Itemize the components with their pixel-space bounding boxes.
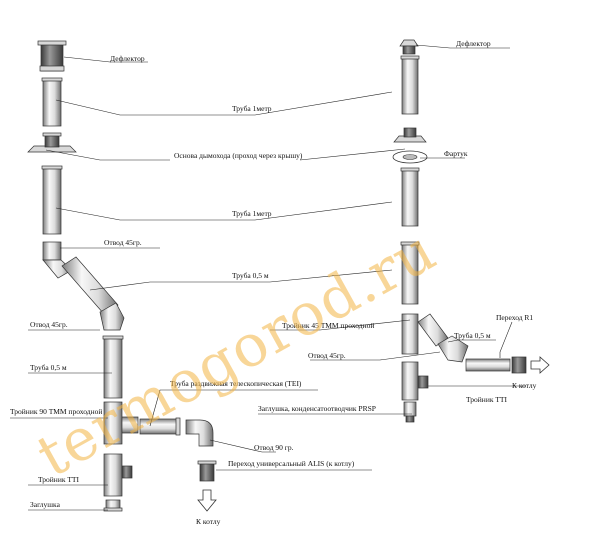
label-right-adapter-r1: Переход R1: [496, 313, 533, 322]
left-pipe-1m-mid: [41, 165, 63, 235]
label-left-deflector: Дефлектор: [110, 54, 145, 63]
label-left-tee-90: Тройник 90 ТММ проходной: [10, 407, 102, 416]
labels: Дефлектор Труба 1метр Основа дымохода (п…: [10, 39, 537, 526]
right-cap-condensate: [403, 401, 417, 423]
left-pipe-1m-top: [41, 77, 63, 127]
left-pipe-05-vertical: [102, 335, 124, 399]
left-arrow-down-icon: [197, 489, 217, 512]
left-deflector: [37, 40, 67, 72]
right-tee-tti: [401, 361, 429, 401]
label-left-tee-tti: Тройник TTI: [38, 475, 80, 484]
left-roof-base: [27, 132, 77, 153]
right-tee-45: [401, 313, 449, 355]
left-assembly: [27, 40, 217, 512]
right-apron: [392, 150, 428, 164]
label-left-elbow-45-low: Отвод 45гр.: [30, 320, 68, 329]
label-left-adapter-alis: Переход универсальный ALIS (к котлу): [228, 459, 355, 468]
label-right-apron: Фартук: [444, 149, 468, 158]
left-elbow-90: [185, 419, 214, 447]
label-left-elbow-90: Отвод 90 гр.: [254, 443, 294, 452]
left-elbow-45-low: [99, 302, 125, 331]
right-pipe-1m-top: [400, 55, 420, 115]
label-right-elbow-45: Отвод 45гр.: [308, 351, 346, 360]
label-left-cap: Заглушка: [30, 500, 61, 509]
label-left-pipe-05-diagonal: Труба 0,5 м: [232, 271, 269, 280]
left-telescopic-pipe: [139, 417, 181, 436]
label-left-to-boiler: К котлу: [196, 517, 221, 526]
label-left-roof-base: Основа дымохода (проход через крышу): [174, 151, 303, 160]
label-right-tee-tti: Тройник TTI: [466, 395, 508, 404]
label-right-pipe-05: Труба 0,5 м: [454, 331, 491, 340]
right-pipe-1m-mid: [400, 167, 420, 227]
right-elbow-45: [437, 335, 469, 363]
label-right-to-boiler: К котлу: [512, 381, 537, 390]
label-right-tee-45: Тройник 45 ТММ проходной: [282, 321, 374, 330]
watermark: termogorod.ru: [26, 216, 447, 491]
label-right-cap-condensate: Заглушка, конденсатоотводчик PRSP: [258, 404, 376, 413]
label-right-deflector: Дефлектор: [456, 39, 491, 48]
label-left-telescopic: Труба раздвижная телескопическая (TEI): [170, 379, 302, 388]
left-cap: [103, 499, 123, 512]
right-roof-base: [393, 127, 427, 143]
right-pipe-05-horizontal: [465, 358, 511, 372]
label-left-pipe-1m-mid: Труба 1метр: [232, 209, 272, 218]
right-pipe-05: [400, 241, 420, 305]
leader-lines: [10, 44, 526, 511]
label-left-pipe-1m-top: Труба 1метр: [232, 104, 272, 113]
right-deflector: [399, 39, 419, 55]
left-tee-90: [103, 401, 139, 445]
label-left-elbow-45-top: Отвод 45гр.: [104, 238, 142, 247]
label-left-pipe-05-vertical: Труба 0,5 м: [30, 363, 67, 372]
left-tee-tti: [103, 453, 133, 497]
left-adapter-alis: [197, 460, 217, 482]
right-assembly: [392, 39, 550, 423]
right-arrow-right-icon: [530, 356, 550, 374]
left-pipe-05-diagonal: [61, 256, 119, 315]
right-adapter-r1: [511, 356, 527, 374]
